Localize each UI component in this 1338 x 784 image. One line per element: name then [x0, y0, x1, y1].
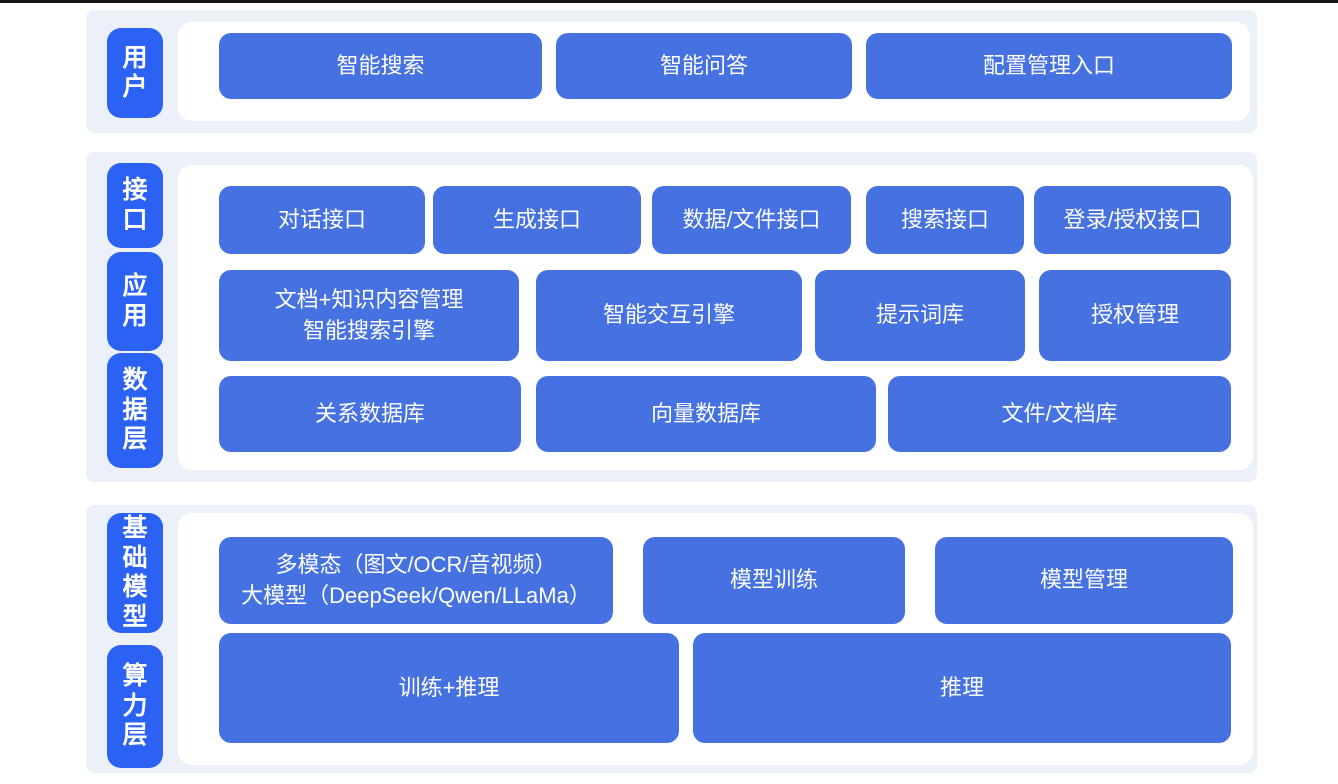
layer-label-interface: 接口	[107, 163, 163, 248]
node-label: 智能搜索	[336, 52, 425, 78]
node-data-file-api: 数据/文件接口	[652, 186, 851, 254]
node-inference: 推理	[693, 633, 1231, 743]
layer-label-user-text: 用户	[122, 43, 148, 102]
node-prompt-library: 提示词库	[815, 270, 1025, 361]
node-smart-search: 智能搜索	[219, 33, 542, 99]
layer-label-application: 应用	[107, 252, 163, 351]
node-label: 对话接口	[277, 206, 366, 232]
node-label: 模型管理	[1039, 567, 1128, 593]
node-file-doc-db: 文件/文档库	[888, 376, 1231, 452]
node-auth-management: 授权管理	[1039, 270, 1231, 361]
layer-label-compute: 算力层	[107, 645, 163, 768]
node-label: 数据/文件接口	[682, 206, 821, 232]
node-label: 训练+推理	[398, 674, 500, 700]
layer-label-data-text: 数据层	[122, 366, 148, 454]
node-label: 关系数据库	[314, 400, 425, 426]
layer-label-data: 数据层	[107, 353, 163, 468]
node-label-line1: 多模态（图文/OCR/音视频）	[275, 551, 557, 577]
layer-label-compute-text: 算力层	[122, 662, 148, 750]
layer-label-user: 用户	[107, 28, 163, 118]
node-label: 智能交互引擎	[602, 302, 735, 328]
node-search-api: 搜索接口	[866, 186, 1024, 254]
node-label-line2: 大模型（DeepSeek/Qwen/LLaMa）	[241, 582, 591, 608]
node-multimodal-llm: 多模态（图文/OCR/音视频） 大模型（DeepSeek/Qwen/LLaMa）	[219, 537, 613, 624]
node-label: 向量数据库	[650, 400, 761, 426]
layer-label-foundation-model: 基础模型	[107, 513, 163, 633]
node-label: 文件/文档库	[1001, 400, 1118, 426]
node-model-training: 模型训练	[643, 537, 905, 624]
node-model-management: 模型管理	[935, 537, 1233, 624]
node-generation-api: 生成接口	[433, 186, 641, 254]
node-label: 智能问答	[659, 52, 748, 78]
node-label: 提示词库	[875, 302, 964, 328]
node-label: 推理	[939, 674, 984, 700]
node-label-line2: 智能搜索引擎	[302, 317, 435, 343]
bottom-divider-line	[0, 0, 1338, 3]
layer-label-application-text: 应用	[122, 272, 148, 330]
node-label: 搜索接口	[900, 206, 989, 232]
node-label: 登录/授权接口	[1063, 206, 1202, 232]
node-relational-db: 关系数据库	[219, 376, 521, 452]
node-training-inference: 训练+推理	[219, 633, 679, 743]
layer-label-interface-text: 接口	[122, 176, 148, 234]
node-label: 生成接口	[492, 206, 581, 232]
node-label-line1: 文档+知识内容管理	[274, 286, 464, 312]
node-smart-qa: 智能问答	[556, 33, 852, 99]
node-vector-db: 向量数据库	[536, 376, 876, 452]
layer-label-foundation-model-text: 基础模型	[122, 514, 148, 631]
node-login-auth-api: 登录/授权接口	[1034, 186, 1231, 254]
node-doc-knowledge-search-engine: 文档+知识内容管理 智能搜索引擎	[219, 270, 519, 361]
node-label: 模型训练	[729, 567, 818, 593]
node-label: 授权管理	[1090, 302, 1179, 328]
node-interactive-engine: 智能交互引擎	[536, 270, 802, 361]
node-config-management-entry: 配置管理入口	[866, 33, 1232, 99]
node-dialog-api: 对话接口	[219, 186, 425, 254]
node-label: 配置管理入口	[982, 52, 1115, 78]
